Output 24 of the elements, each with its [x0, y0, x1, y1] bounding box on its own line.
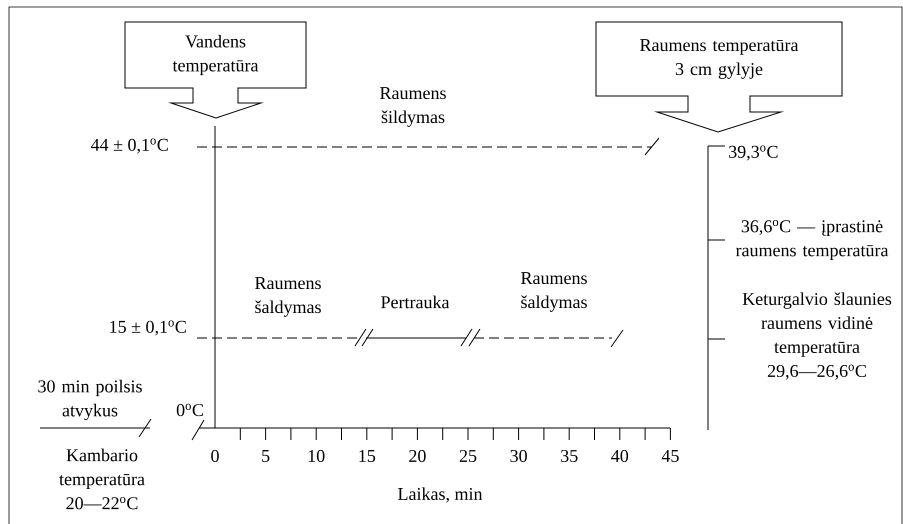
tick-label: 10 [308, 450, 325, 462]
annotation: 44 ± 0,1$^{o}$C [90, 138, 168, 154]
callout-box: Vandens temperatūra [124, 22, 306, 119]
tick-label: 5 [262, 450, 270, 462]
tick-label: 35 [561, 450, 578, 462]
tick-label: 40 [611, 450, 628, 462]
annotation: Raumens šaldymas [255, 277, 321, 317]
annotation: 36,6$^{o}$C — įprastinė raumens temperatūra [736, 220, 888, 260]
annotation: Laikas, min [398, 487, 482, 503]
tick-label: 25 [460, 450, 476, 462]
annotation: 30 min poilsis atvykus [38, 380, 142, 420]
annotation: Raumens šaldymas [521, 272, 587, 312]
annotation: 15 ± 0,1$^{o}$C [110, 320, 186, 336]
callout-box: Raumens temperatūra 3 cm gylyje [596, 22, 842, 133]
annotation: Pertrauka [381, 296, 450, 308]
tick-label: 45 [662, 450, 679, 462]
annotation: Raumens šildymas [380, 87, 446, 127]
tick-label: 0 [211, 450, 219, 462]
tick-label: 20 [409, 450, 426, 462]
annotation: Keturgalvio šlaunies raumens vidinė temperatūra 29,6—26,6$^{o}$C [742, 292, 892, 380]
annotation: 0$^{o}$C [176, 404, 203, 416]
tick-label: 30 [510, 450, 527, 462]
tick-label: 15 [359, 450, 376, 462]
annotation: Kambario temperatūra 20—22$^{o}$C [59, 448, 145, 510]
